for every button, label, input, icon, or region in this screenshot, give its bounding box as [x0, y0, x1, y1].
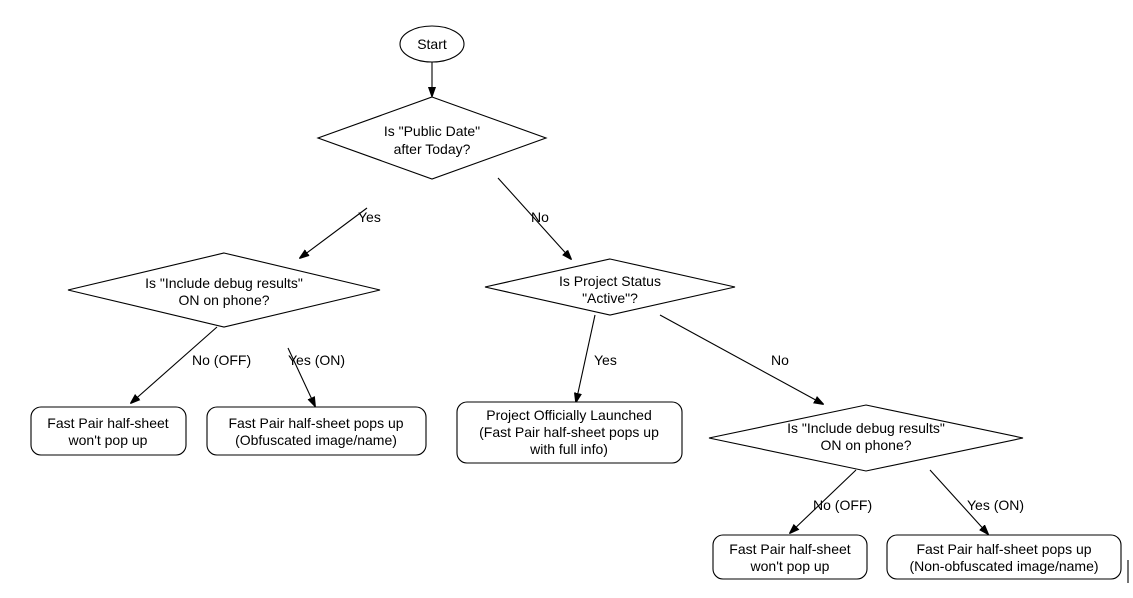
result-obfuscated-popup: Fast Pair half-sheet pops up (Obfuscated… — [206, 406, 427, 456]
project-status-decision: Is Project Status "Active"? — [484, 258, 736, 316]
start-node: Start — [399, 25, 465, 63]
result-no-popup-right-line-1: Fast Pair half-sheet — [729, 541, 850, 557]
edge-public-date-yes — [300, 207, 368, 258]
debug-left-line-2: ON on phone? — [178, 292, 269, 308]
public-date-decision: Is "Public Date" after Today? — [316, 96, 548, 180]
edges — [131, 62, 988, 534]
project-status-line-1: Is Project Status — [559, 273, 661, 289]
edge-label-status-no: No — [771, 352, 789, 368]
edge-status-yes — [576, 314, 596, 402]
edge-debug-left-no — [131, 326, 218, 403]
result-non-obfuscated-line-1: Fast Pair half-sheet pops up — [916, 541, 1091, 557]
debug-right-line-2: ON on phone? — [820, 437, 911, 453]
result-officially-launched: Project Officially Launched (Fast Pair h… — [456, 401, 683, 464]
edge-debug-right-no — [790, 469, 857, 533]
edge-label-debug-right-yes: Yes (ON) — [967, 497, 1024, 513]
project-status-line-2: "Active"? — [582, 290, 638, 306]
public-date-line-2: after Today? — [394, 141, 471, 157]
start-label: Start — [417, 36, 447, 52]
edge-label-debug-left-yes: Yes (ON) — [288, 352, 345, 368]
result-obfuscated-line-1: Fast Pair half-sheet pops up — [228, 415, 403, 431]
edge-debug-right-yes — [929, 469, 988, 534]
result-no-popup-right-line-2: won't pop up — [750, 558, 830, 574]
debug-right-decision: Is "Include debug results" ON on phone? — [708, 404, 1024, 472]
edge-label-debug-left-no: No (OFF) — [192, 352, 251, 368]
result-launched-line-3: with full info) — [529, 441, 608, 457]
result-no-popup-left-line-2: won't pop up — [68, 432, 148, 448]
edge-debug-left-yes — [287, 347, 315, 406]
result-non-obfuscated-line-2: (Non-obfuscated image/name) — [909, 558, 1098, 574]
public-date-line-1: Is "Public Date" — [384, 123, 480, 139]
result-non-obfuscated-popup: Fast Pair half-sheet pops up (Non-obfusc… — [886, 534, 1122, 580]
edge-label-status-yes: Yes — [594, 352, 617, 368]
debug-right-line-1: Is "Include debug results" — [787, 420, 945, 436]
result-no-popup-right: Fast Pair half-sheet won't pop up — [712, 534, 868, 580]
result-no-popup-left: Fast Pair half-sheet won't pop up — [30, 406, 187, 456]
result-obfuscated-line-2: (Obfuscated image/name) — [235, 432, 397, 448]
result-no-popup-left-line-1: Fast Pair half-sheet — [47, 415, 168, 431]
edge-public-date-no — [497, 177, 571, 259]
result-launched-line-1: Project Officially Launched — [486, 407, 652, 423]
debug-left-decision: Is "Include debug results" ON on phone? — [67, 252, 381, 328]
result-launched-line-2: (Fast Pair half-sheet pops up — [479, 424, 659, 440]
edge-label-public-no: No — [531, 209, 549, 225]
edge-label-debug-right-no: No (OFF) — [813, 497, 872, 513]
edge-status-no — [659, 314, 823, 404]
edge-labels: Yes No No (OFF) Yes (ON) Yes No No (OFF)… — [192, 209, 1024, 513]
edge-label-public-yes: Yes — [358, 209, 381, 225]
debug-left-line-1: Is "Include debug results" — [145, 275, 303, 291]
